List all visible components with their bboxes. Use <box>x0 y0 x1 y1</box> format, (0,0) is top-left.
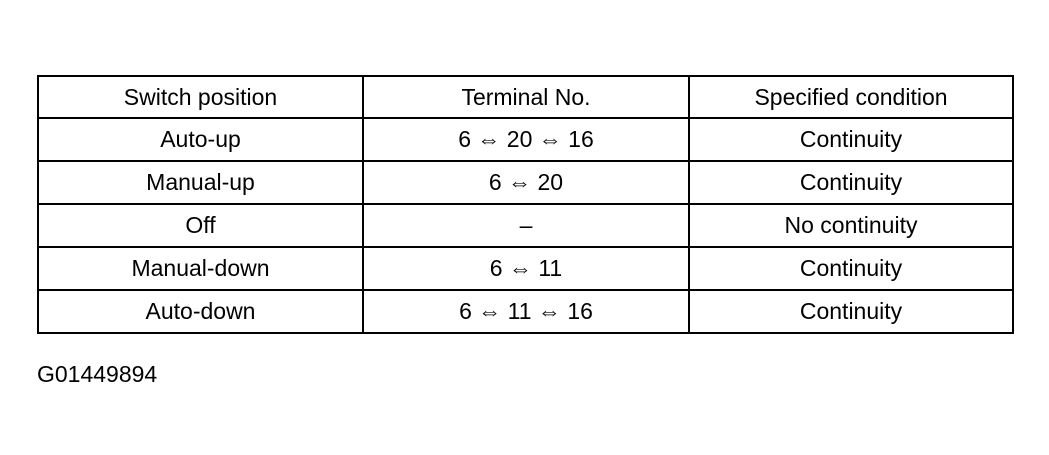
cell-terminal-no: 6 ⇔ 20 <box>362 160 690 205</box>
cell-switch-position: Auto-up <box>37 117 364 162</box>
cell-specified-condition: Continuity <box>688 117 1014 162</box>
figure-id-label: G01449894 <box>37 361 158 387</box>
cell-terminal-no: 6 ⇔ 11 ⇔ 16 <box>362 289 690 334</box>
cell-switch-position: Auto-down <box>37 289 364 334</box>
cell-terminal-no: 6 ⇔ 20 ⇔ 16 <box>362 117 690 162</box>
cell-terminal-no: – <box>362 203 690 248</box>
table-row: Off – No continuity <box>37 203 1014 248</box>
cell-terminal-no: 6 ⇔ 11 <box>362 246 690 291</box>
cell-specified-condition: No continuity <box>688 203 1014 248</box>
cell-specified-condition: Continuity <box>688 160 1014 205</box>
header-terminal-no: Terminal No. <box>362 75 690 119</box>
cell-switch-position: Manual-down <box>37 246 364 291</box>
table-row: Auto-up 6 ⇔ 20 ⇔ 16 Continuity <box>37 117 1014 162</box>
cell-switch-position: Manual-up <box>37 160 364 205</box>
table-row: Manual-up 6 ⇔ 20 Continuity <box>37 160 1014 205</box>
cell-switch-position: Off <box>37 203 364 248</box>
header-switch-position: Switch position <box>37 75 364 119</box>
table-row: Manual-down 6 ⇔ 11 Continuity <box>37 246 1014 291</box>
switch-continuity-table: Switch position Terminal No. Specified c… <box>37 75 1014 334</box>
header-specified-condition: Specified condition <box>688 75 1014 119</box>
table-header-row: Switch position Terminal No. Specified c… <box>37 75 1014 119</box>
table-row: Auto-down 6 ⇔ 11 ⇔ 16 Continuity <box>37 289 1014 334</box>
cell-specified-condition: Continuity <box>688 246 1014 291</box>
cell-specified-condition: Continuity <box>688 289 1014 334</box>
